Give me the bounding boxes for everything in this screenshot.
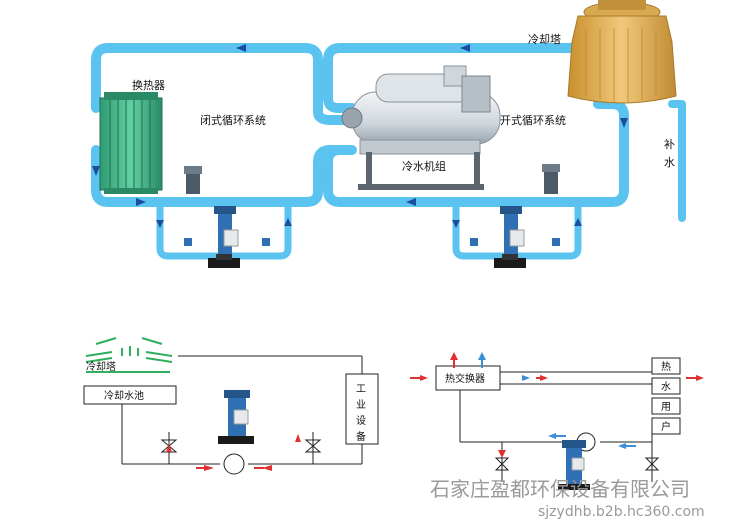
valve-icon [262,238,270,246]
cooling-tower-label: 冷却塔 [528,33,561,46]
flow-arrow-icon [236,44,246,52]
spray-lines [85,337,173,373]
flow-arrow-icon [136,198,146,206]
plate-heat-exchanger [99,92,163,194]
flow-arrow-icon [284,218,292,226]
valve-icon [184,238,192,246]
bottom-right-diagram [435,357,681,482]
br-heat-exchanger-label: 热交换器 [445,372,485,385]
equipment-char-4: 备 [356,430,366,443]
open-loop-pump [542,164,560,194]
cooling-pool-label: 冷却水池 [104,389,144,402]
equipment-char-1: 工 [356,384,366,395]
closed-loop-pump [184,166,202,194]
flow-arrows [92,44,628,228]
equipment-char-2: 业 [356,399,366,411]
closed-loop-label: 闭式循环系统 [200,114,266,127]
user-char-3: 用 [661,402,671,413]
open-loop-pipe [323,43,629,207]
closed-loop-pipe [91,43,353,207]
flow-arrow-icon [460,44,470,52]
user-char-1: 热 [661,360,671,373]
flow-arrow-icon [574,218,582,226]
bottom-right-treatment-unit [558,440,590,490]
watermark-company: 石家庄盈都环保设备有限公司 [430,477,690,501]
top-branch-valves [184,238,560,246]
bottom-left-diagram [83,337,379,475]
flow-arrow-icon [156,220,164,228]
valve-icon [304,432,322,464]
flow-arrow-icon [620,118,628,128]
valve-icon [552,238,560,246]
user-char-4: 户 [661,420,671,433]
chiller-label: 冷水机组 [402,159,446,173]
bottom-right-flow-arrows [410,352,704,458]
top-right-water-treatment-unit [494,206,526,268]
flow-arrow-icon [452,220,460,228]
makeup-water-pipe [668,100,686,222]
bl-cooling-tower-label: 冷却塔 [86,360,116,373]
user-char-2: 水 [661,381,671,393]
top-cooling-tower [567,0,677,104]
bottom-left-treatment-unit [218,390,254,444]
chiller-unit [341,65,501,190]
valve-icon [494,442,510,482]
industrial-equipment-box: 工 业 设 备 [356,384,366,443]
open-loop-label: 开式循环系统 [500,114,566,127]
makeup-water-label-1: 补 [664,138,675,151]
hot-water-user-boxes: 热 水 用 户 [661,360,671,433]
equipment-char-3: 设 [356,415,366,427]
pump-icon [223,453,245,475]
heat-exchanger-label: 换热器 [132,78,165,92]
top-left-water-treatment-unit [208,206,240,268]
valve-icon [644,442,660,482]
bottom-left-red-arrows [166,434,301,471]
valve-icon [470,238,478,246]
makeup-water-label-2: 水 [664,156,675,169]
flow-arrow-icon [92,166,100,176]
watermark-url: sjzydhb.b2b.hc360.com [538,504,705,520]
flow-arrow-icon [406,198,416,206]
